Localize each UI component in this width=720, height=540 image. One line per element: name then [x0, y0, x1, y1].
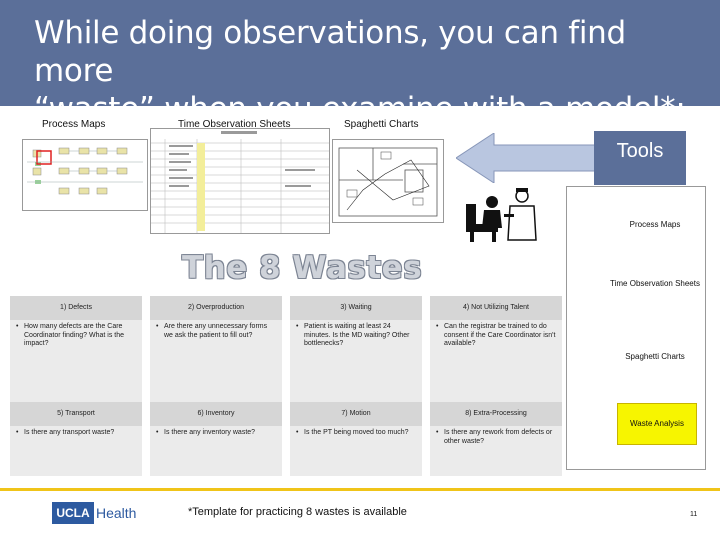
tool-waste-analysis: Waste Analysis: [617, 403, 697, 445]
waste-overproduction: 2) Overproduction •Are there any unneces…: [150, 296, 282, 404]
waste-inventory: 6) Inventory •Is there any inventory was…: [150, 402, 282, 476]
waste-question: Is there any transport waste?: [24, 429, 115, 436]
tool-time-observation: Time Observation Sheets: [610, 279, 700, 288]
ucla-health-logo: UCLA Health: [52, 502, 148, 524]
tool-process-maps: Process Maps: [629, 220, 681, 229]
label-spaghetti: Spaghetti Charts: [344, 119, 419, 130]
waste-question: Are there any unnecessary forms we ask t…: [164, 323, 268, 339]
label-time-observation: Time Observation Sheets: [178, 119, 291, 130]
waste-heading: 8) Extra-Processing: [430, 402, 562, 426]
wastes-title: The 8 Wastes: [182, 250, 423, 286]
tools-heading: Tools: [594, 131, 686, 185]
waste-question: Patient is waiting at least 24 minutes. …: [304, 323, 410, 347]
waste-defects: 1) Defects •How many defects are the Car…: [10, 296, 142, 404]
waste-transport: 5) Transport •Is there any transport was…: [10, 402, 142, 476]
doctor-patient-icon: [466, 188, 537, 242]
spaghetti-floorplan: [338, 147, 438, 217]
waste-question: Can the registrar be trained to do conse…: [444, 323, 556, 347]
slide-title: While doing observations, you can find m…: [34, 15, 686, 127]
waste-heading: 4) Not Utilizing Talent: [430, 296, 562, 320]
process-map-thumbnail: [22, 139, 148, 211]
waste-waiting: 3) Waiting •Patient is waiting at least …: [290, 296, 422, 404]
logo-health: Health: [96, 505, 137, 521]
waste-question: Is there any inventory waste?: [164, 429, 256, 436]
page-number: 11: [690, 511, 698, 518]
left-arrow-icon: [456, 133, 598, 183]
waste-question: How many defects are the Care Coordinato…: [24, 323, 124, 347]
waste-heading: 1) Defects: [10, 296, 142, 320]
tool-spaghetti: Spaghetti Charts: [625, 352, 685, 361]
waste-heading: 3) Waiting: [290, 296, 422, 320]
footer-rule: [0, 488, 720, 491]
logo-ucla: UCLA: [52, 502, 94, 524]
footnote: *Template for practicing 8 wastes is ava…: [188, 506, 407, 518]
process-map-diagram: [27, 147, 143, 195]
waste-question: Is the PT being moved too much?: [304, 429, 409, 436]
time-observation-thumbnail: [150, 128, 330, 234]
spaghetti-chart-thumbnail: [332, 139, 444, 223]
waste-heading: 2) Overproduction: [150, 296, 282, 320]
waste-heading: 7) Motion: [290, 402, 422, 426]
waste-heading: 5) Transport: [10, 402, 142, 426]
label-process-maps: Process Maps: [42, 119, 106, 130]
waste-heading: 6) Inventory: [150, 402, 282, 426]
title-bar: While doing observations, you can find m…: [0, 0, 720, 127]
waste-motion: 7) Motion •Is the PT being moved too muc…: [290, 402, 422, 476]
waste-extra-processing: 8) Extra-Processing •Is there any rework…: [430, 402, 562, 476]
time-observation-table: [151, 131, 329, 233]
waste-not-utilizing-talent: 4) Not Utilizing Talent •Can the registr…: [430, 296, 562, 404]
waste-question: Is there any rework from defects or othe…: [444, 429, 553, 445]
